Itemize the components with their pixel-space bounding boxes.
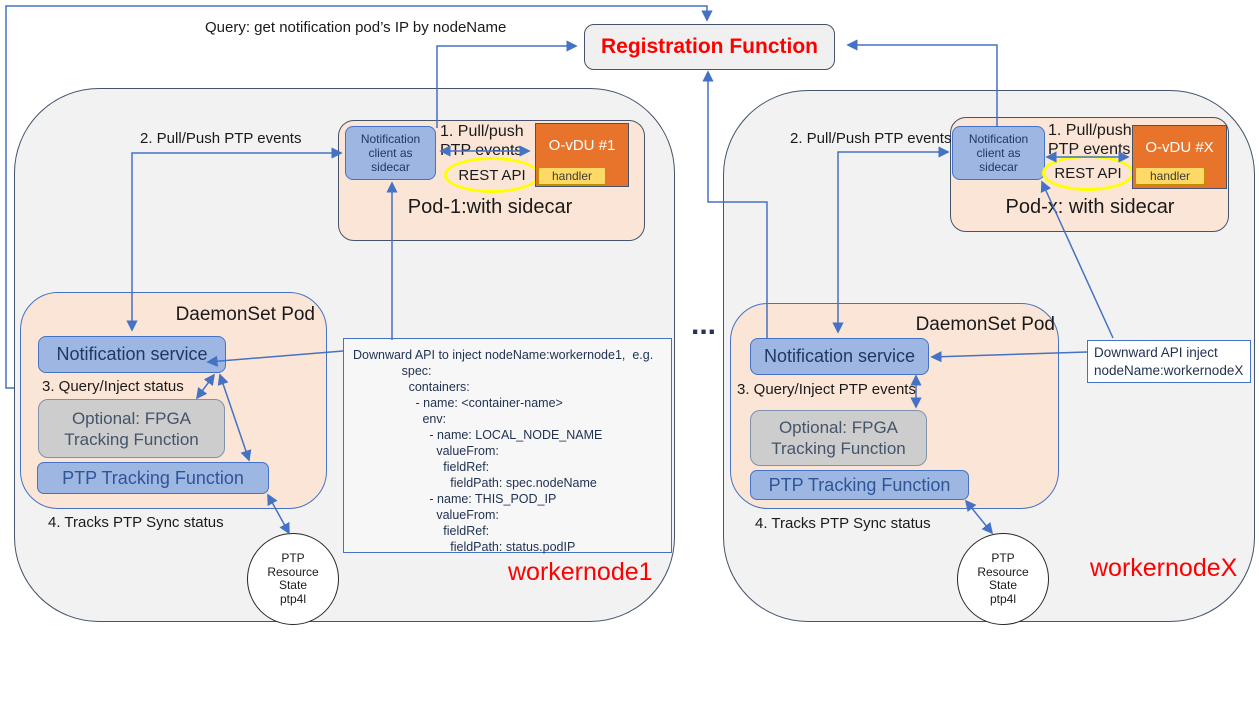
podx-ovdu-label: O-vDU #X [1145,139,1214,156]
left-daemonset-title: DaemonSet Pod [175,304,315,325]
right-ptp-resource-label: PTP Resource State ptp4l [977,551,1029,606]
pod1-handler-box: handler [538,167,606,185]
nodes-ellipsis: ... [691,308,717,341]
pod1-ovdu-box: O-vDU #1 handler [535,123,629,187]
right-step2-label: 2. Pull/Push PTP events [790,130,952,147]
pod1-title: Pod-1:with sidecar [407,196,573,218]
right-ptp-tracking-label: PTP Tracking Function [768,474,951,495]
pod1-ovdu-label: O-vDU #1 [548,137,616,154]
podx-ovdu-box: O-vDU #X handler [1132,125,1227,189]
pod1-rest-api-label: REST API [458,166,526,184]
left-downward-api-yaml-box: Downward API to inject nodeName:workerno… [343,338,672,554]
registration-function-box: Registration Function [584,24,835,70]
pod1-step1-label: 1. Pull/push PTP events [440,123,524,159]
left-ptp-tracking-label: PTP Tracking Function [62,467,244,488]
left-ptp-resource-label: PTP Resource State ptp4l [267,551,319,606]
podx-rest-api-ellipse: REST API [1042,155,1134,191]
left-fpga-box: Optional: FPGA Tracking Function [38,399,225,458]
pod1-handler-label: handler [551,169,593,183]
podx-rest-api-label: REST API [1054,164,1122,182]
right-ptp-tracking-box: PTP Tracking Function [750,470,969,500]
podx-handler-box: handler [1135,167,1205,185]
podx-notification-client-sidecar: Notification client as sidecar [952,126,1045,180]
left-fpga-label: Optional: FPGA Tracking Function [64,408,199,449]
query-label: Query: get notification pod’s IP by node… [205,19,507,36]
left-notification-service-label: Notification service [56,344,208,364]
left-notification-service: Notification service [38,336,226,373]
right-notification-service-label: Notification service [763,346,916,366]
right-ptp-resource-circle: PTP Resource State ptp4l [957,533,1049,625]
registration-function-label: Registration Function [601,35,818,58]
left-ptp-tracking-box: PTP Tracking Function [37,462,269,494]
right-daemonset-title: DaemonSet Pod [915,314,1055,335]
right-step4-label: 4. Tracks PTP Sync status [755,515,931,532]
right-fpga-box: Optional: FPGA Tracking Function [750,410,927,466]
podx-notification-client-label: Notification client as sidecar [968,132,1029,174]
left-step3-label: 3. Query/Inject status [42,378,184,395]
right-downward-api-box: Downward API inject nodeName:workernodeX [1087,340,1251,383]
workernodeX-label: workernodeX [1090,554,1238,582]
podx-title: Pod-x: with sidecar [1005,196,1175,218]
podx-handler-label: handler [1149,169,1191,183]
left-ptp-resource-circle: PTP Resource State ptp4l [247,533,339,625]
workernode1-label: workernode1 [508,558,653,586]
right-fpga-label: Optional: FPGA Tracking Function [771,418,906,458]
right-step3-label: 3. Query/Inject PTP events [737,381,916,398]
left-step2-label: 2. Pull/Push PTP events [140,130,302,147]
left-step4-label: 4. Tracks PTP Sync status [48,514,224,531]
pod1-notification-client-sidecar: Notification client as sidecar [345,126,436,180]
right-notification-service: Notification service [750,338,929,375]
pod1-rest-api-ellipse: REST API [444,157,540,193]
pod1-notification-client-label: Notification client as sidecar [360,132,421,174]
